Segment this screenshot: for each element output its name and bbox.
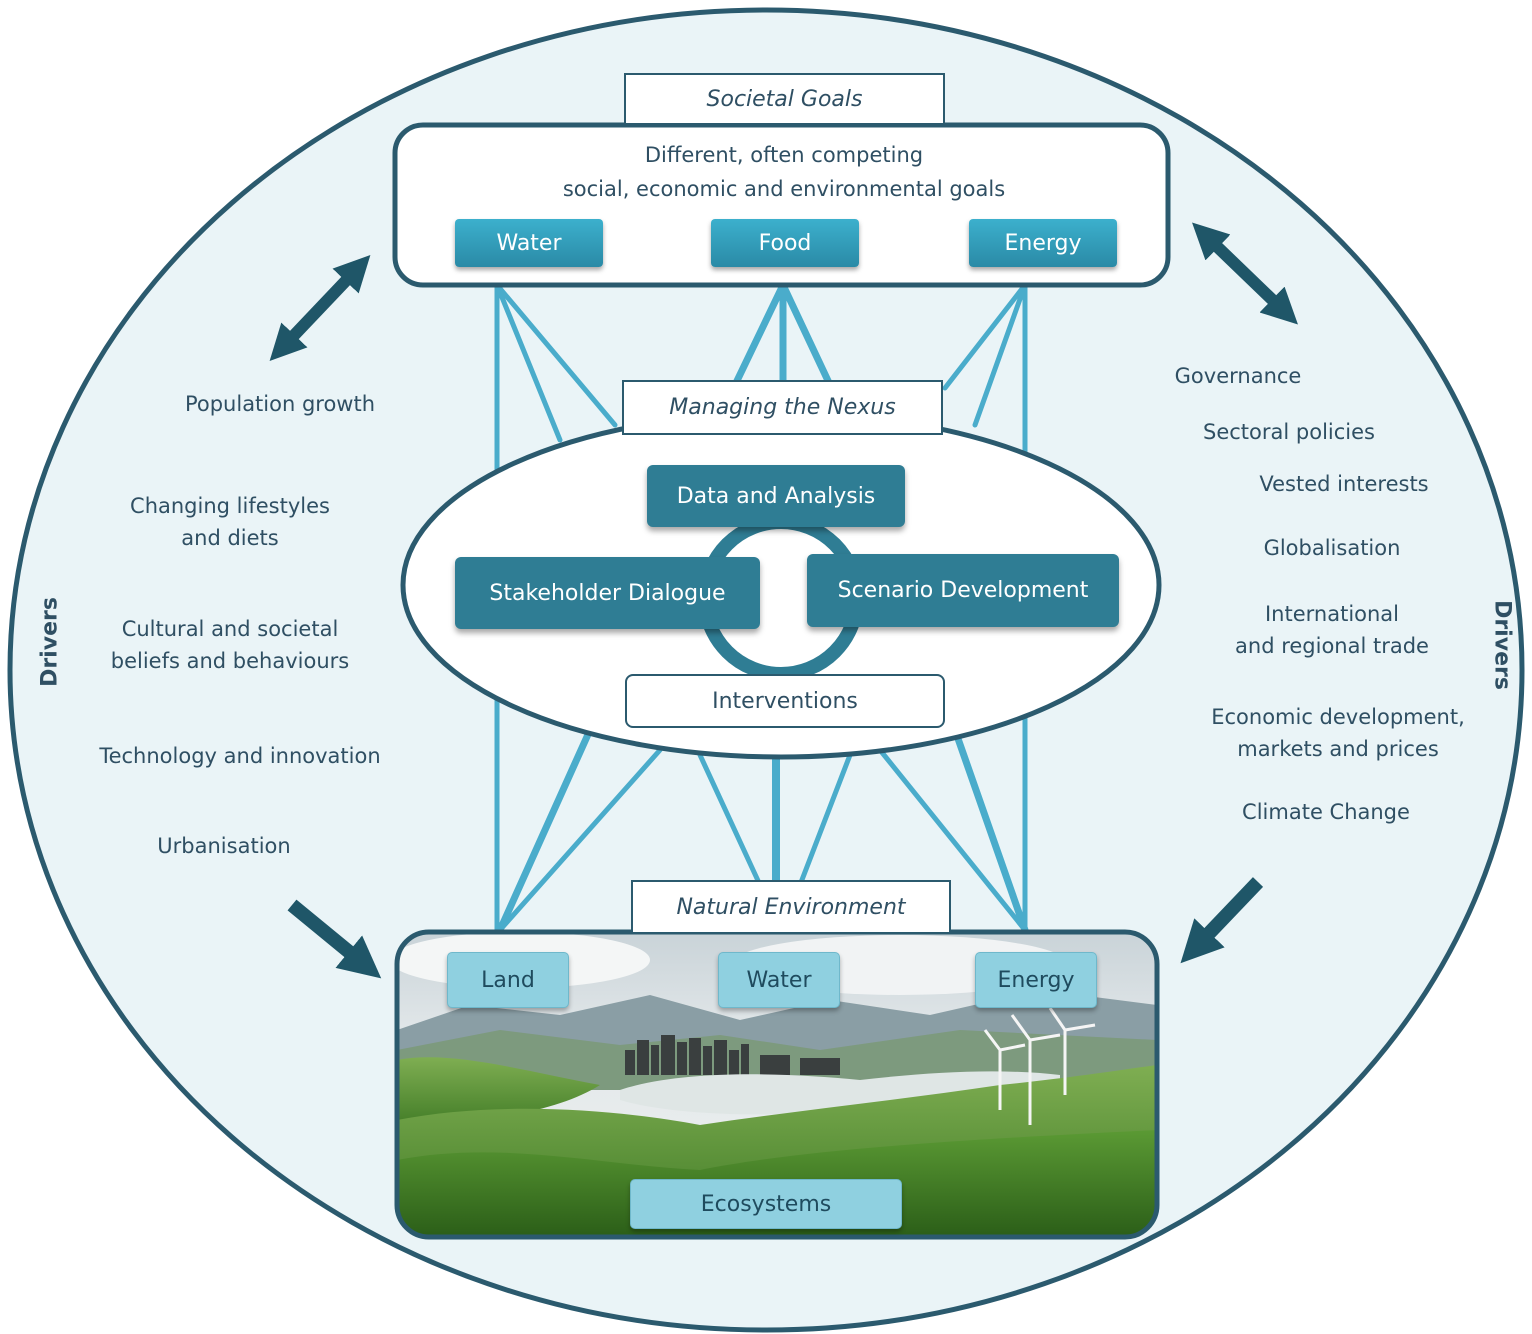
drivers-label-right: Drivers xyxy=(1489,600,1515,690)
right-driver-line: Economic development, xyxy=(1211,705,1465,729)
left-driver-item: Changing lifestyles and diets xyxy=(90,490,370,554)
right-driver-line: Sectoral policies xyxy=(1203,420,1375,444)
natural-environment-tab: Natural Environment xyxy=(631,880,951,934)
managing-nexus-tab: Managing the Nexus xyxy=(622,380,943,435)
left-driver-line: Technology and innovation xyxy=(99,744,381,768)
right-driver-item: Climate Change xyxy=(1216,796,1436,828)
left-driver-line: Population growth xyxy=(184,392,376,416)
interventions-tab: Interventions xyxy=(625,674,945,728)
arrow-lower-right xyxy=(1180,877,1264,964)
drivers-label-left: Drivers xyxy=(37,597,63,687)
stakeholder-dialogue-box[interactable]: Stakeholder Dialogue xyxy=(455,557,760,629)
env-water-button[interactable]: Water xyxy=(718,952,840,1008)
arrow-upper-right xyxy=(1192,222,1298,325)
goal-food-button[interactable]: Food xyxy=(711,219,859,267)
right-driver-line: Climate Change xyxy=(1242,800,1410,824)
left-driver-item: Urbanisation xyxy=(124,830,324,862)
arrow-lower-left xyxy=(287,899,382,979)
env-land-button[interactable]: Land xyxy=(447,952,569,1008)
goals-line-2: social, economic and environmental goals xyxy=(562,177,1006,201)
ecosystems-button[interactable]: Ecosystems xyxy=(630,1179,902,1229)
left-driver-item: Cultural and societal beliefs and behavi… xyxy=(90,613,370,677)
right-driver-line: markets and prices xyxy=(1237,737,1439,761)
right-driver-item: Governance xyxy=(1148,360,1328,392)
left-driver-line: Urbanisation xyxy=(157,834,291,858)
left-driver-item: Population growth xyxy=(145,388,415,420)
goals-description: Different, often competing social, econo… xyxy=(400,138,1168,206)
right-driver-item: Economic development, markets and prices xyxy=(1193,701,1483,765)
goal-energy-button[interactable]: Energy xyxy=(969,219,1117,267)
goal-water-button[interactable]: Water xyxy=(455,219,603,267)
goals-line-1: Different, often competing xyxy=(644,143,924,167)
data-analysis-box[interactable]: Data and Analysis xyxy=(647,465,905,527)
right-driver-line: International xyxy=(1264,602,1400,626)
left-driver-line: Cultural and societal xyxy=(121,617,339,641)
arrow-upper-left xyxy=(269,254,371,362)
env-energy-button[interactable]: Energy xyxy=(975,952,1097,1008)
right-driver-item: Sectoral policies xyxy=(1179,416,1399,448)
right-driver-line: and regional trade xyxy=(1235,634,1429,658)
left-driver-line: Changing lifestyles xyxy=(130,494,330,518)
right-driver-line: Globalisation xyxy=(1263,536,1401,560)
right-driver-item: Globalisation xyxy=(1232,532,1432,564)
right-driver-item: Vested interests xyxy=(1234,468,1454,500)
left-driver-item: Technology and innovation xyxy=(80,740,400,772)
right-driver-line: Governance xyxy=(1174,364,1302,388)
scenario-development-box[interactable]: Scenario Development xyxy=(807,554,1119,627)
societal-goals-tab: Societal Goals xyxy=(624,73,945,125)
right-driver-line: Vested interests xyxy=(1259,472,1429,496)
right-driver-item: International and regional trade xyxy=(1202,598,1462,662)
left-driver-line: and diets xyxy=(181,526,279,550)
left-driver-line: beliefs and behaviours xyxy=(110,649,350,673)
